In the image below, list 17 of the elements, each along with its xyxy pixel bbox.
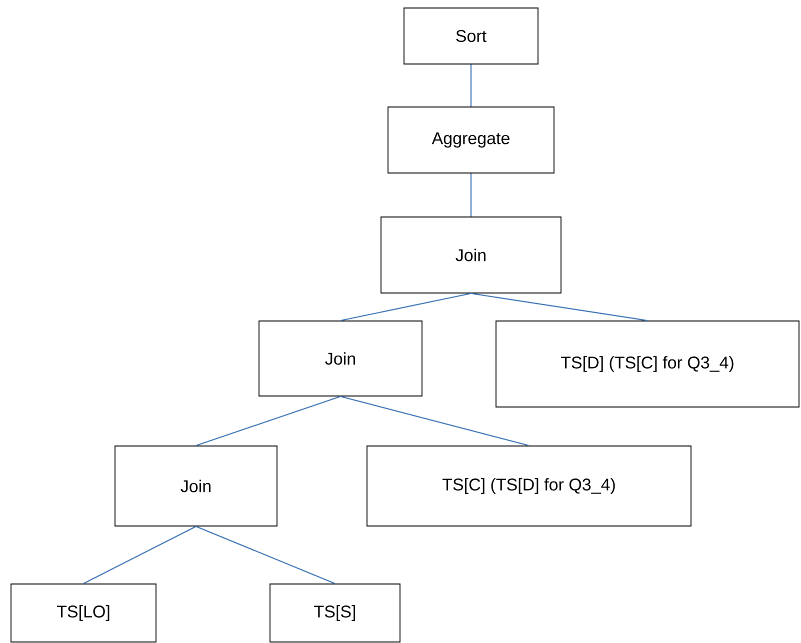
connector-line <box>340 396 530 446</box>
connector-line <box>470 64 472 107</box>
connector-line <box>196 526 336 584</box>
process-box: TS[D] (TS[C] for Q3_4) <box>496 320 800 408</box>
process-box: Join <box>258 320 422 396</box>
process-box: TS[S] <box>270 584 400 642</box>
process-box: Join <box>114 446 278 526</box>
connector-line <box>196 396 341 446</box>
process-box: TS[C] (TS[D] for Q3_4) <box>366 446 692 526</box>
connector-line <box>83 526 196 584</box>
process-box: Sort <box>404 8 538 64</box>
connector-line <box>340 292 472 322</box>
connector-line <box>470 292 648 322</box>
connector-line <box>470 173 472 217</box>
process-box: Join <box>380 216 562 294</box>
process-box: TS[LO] <box>10 584 156 642</box>
process-box: Aggregate <box>388 106 554 174</box>
